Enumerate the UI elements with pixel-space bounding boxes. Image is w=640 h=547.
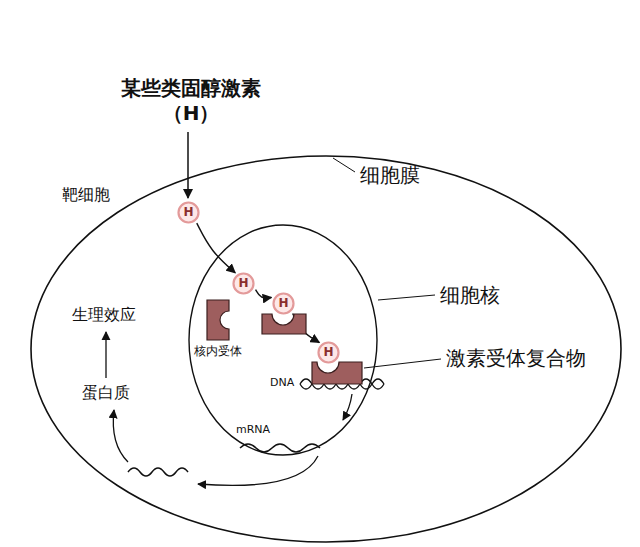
node-label: 靶细胞 [62,185,110,204]
hormone-circle [234,274,254,294]
receptor-complex [312,362,362,384]
hormone-molecule: H [317,341,340,364]
structure-label: 细胞膜 [360,163,420,187]
nuclear-receptor [262,314,306,334]
hormone-circle [179,203,199,223]
entry-arrow [187,132,189,198]
nuclear-receptor [207,300,229,340]
diagram-title: 某些类固醇激素 （H） [116,76,266,126]
hormone-symbol: H [238,276,248,290]
part-label: DNA [270,376,294,389]
binding-arrow [197,223,235,273]
node-label: 细胞核 [440,283,500,307]
hormone-symbol: H [323,345,333,359]
structure-label: 激素受体复合物 [446,346,586,370]
effect-arrow [105,332,106,378]
leader-line [333,158,355,172]
leader-line [378,295,435,300]
hormone-circle [274,294,294,314]
hormone-symbol: H [278,296,288,310]
cell-nucleus-outline [188,224,378,456]
translation-arrow [113,410,128,462]
cell-nucleus: 细胞核HHH [188,224,378,456]
cell-nucleus-border [189,225,377,455]
hormone-circle [319,343,339,363]
mrna-strand [128,468,188,476]
hormone-molecule: H [177,201,200,224]
part-label: 核内受体 [194,344,242,358]
target-cell-border [31,156,621,542]
hormone-molecule: H [272,292,295,315]
hormone-molecule: H [232,272,255,295]
export-arrow [198,456,318,485]
part-label: mRNA [236,423,270,436]
process-label: 蛋白质 [82,383,130,402]
transcription-arrow [343,394,352,420]
hormone-symbol: H [183,205,193,219]
binding-arrow [256,290,272,298]
process-label: 生理效应 [72,305,136,324]
